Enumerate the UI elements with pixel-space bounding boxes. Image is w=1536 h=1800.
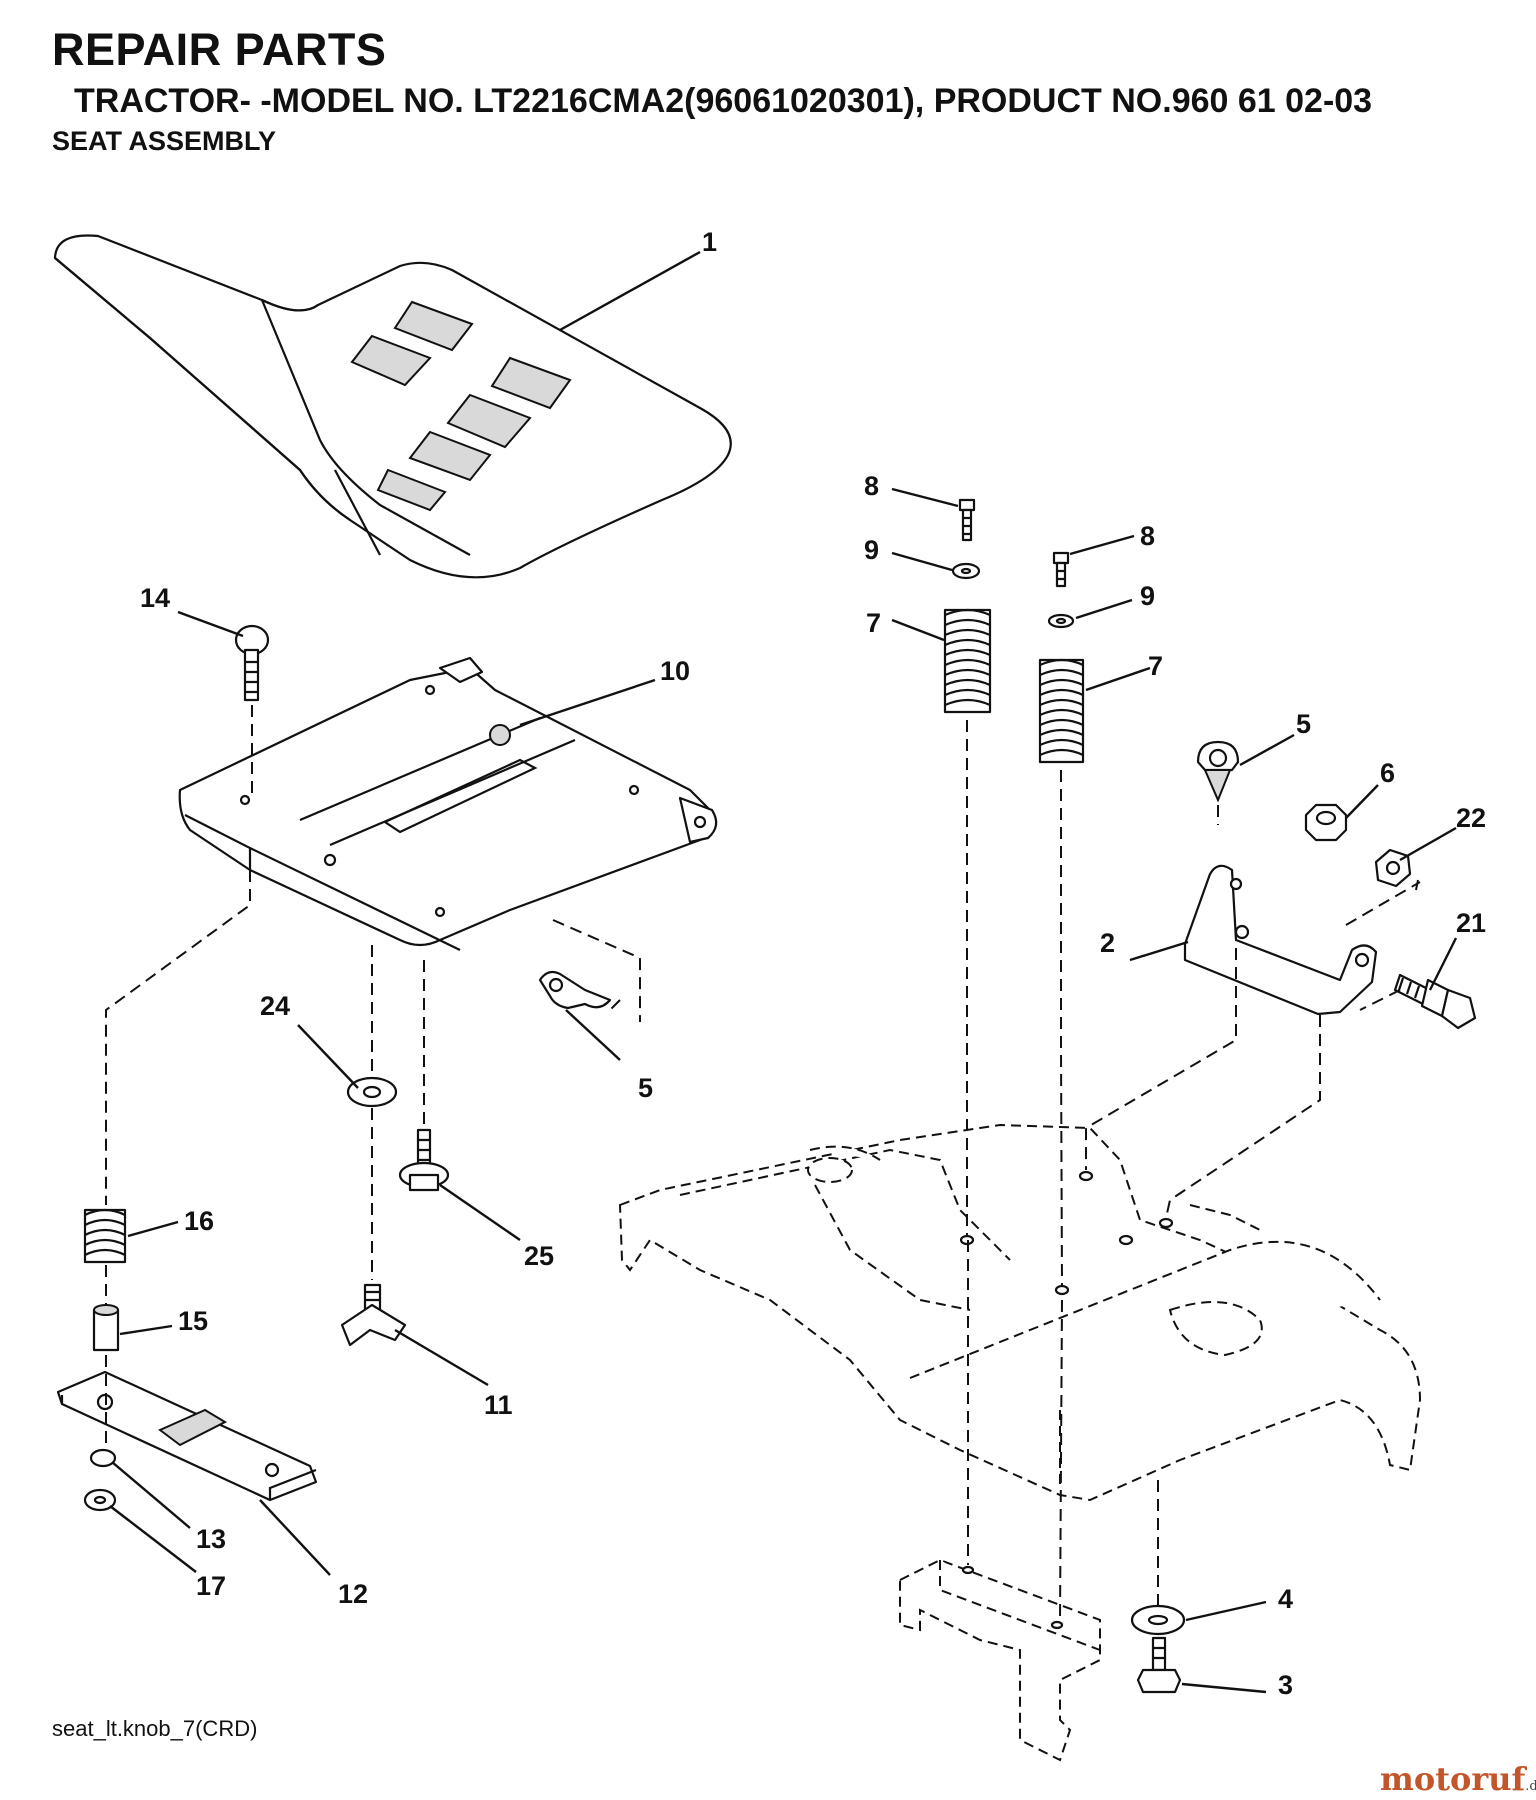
tractor-frame-phantom bbox=[618, 1123, 1422, 1762]
callout-1[interactable]: 1 bbox=[702, 227, 717, 257]
watermark-suffix: .de bbox=[1525, 1779, 1536, 1794]
callout-6[interactable]: 6 bbox=[1380, 758, 1395, 788]
spring-7-right-part[interactable] bbox=[1038, 658, 1085, 764]
knob-11-part[interactable] bbox=[340, 1283, 407, 1347]
nut-22-part[interactable] bbox=[1374, 848, 1412, 888]
callout-numbers: 1 10 14 5 24 25 11 16 15 12 13 17 8 9 7 … bbox=[140, 227, 1486, 1700]
assembly-centerlines bbox=[105, 705, 1421, 1621]
bolt-8-left-part[interactable] bbox=[958, 498, 976, 542]
washer-9-right-part[interactable] bbox=[1047, 613, 1075, 629]
callout-8-right[interactable]: 8 bbox=[1140, 521, 1155, 551]
spacer-15-part[interactable] bbox=[92, 1304, 120, 1352]
washer-4-part[interactable] bbox=[1130, 1604, 1186, 1636]
model-subtitle: TRACTOR- -MODEL NO. LT2216CMA2(960610203… bbox=[74, 82, 1373, 120]
callout-14[interactable]: 14 bbox=[140, 583, 170, 613]
callout-21[interactable]: 21 bbox=[1456, 908, 1486, 938]
seat-pan-part[interactable] bbox=[178, 656, 718, 951]
callout-9-left[interactable]: 9 bbox=[864, 535, 879, 565]
bolt-3-part[interactable] bbox=[1136, 1636, 1182, 1694]
callout-17[interactable]: 17 bbox=[196, 1571, 226, 1601]
callout-16[interactable]: 16 bbox=[184, 1206, 214, 1236]
callout-12[interactable]: 12 bbox=[338, 1579, 368, 1609]
nut-17-part[interactable] bbox=[83, 1488, 117, 1512]
callout-22[interactable]: 22 bbox=[1456, 803, 1486, 833]
page-title: REPAIR PARTS bbox=[52, 24, 387, 75]
spring-7-left-part[interactable] bbox=[943, 608, 992, 714]
callout-5-left[interactable]: 5 bbox=[638, 1073, 653, 1103]
bolt-8-right-part[interactable] bbox=[1052, 551, 1070, 588]
callout-10[interactable]: 10 bbox=[660, 656, 690, 686]
nut-6-part[interactable] bbox=[1304, 803, 1348, 842]
bolt-25-part[interactable] bbox=[398, 1128, 450, 1192]
bolt-21-part[interactable] bbox=[1393, 973, 1477, 1030]
bracket-2-part[interactable] bbox=[1183, 864, 1378, 1016]
seat-part[interactable] bbox=[53, 234, 732, 579]
clip-left-part[interactable] bbox=[538, 970, 612, 1010]
callout-24[interactable]: 24 bbox=[260, 991, 290, 1021]
callout-5-right[interactable]: 5 bbox=[1296, 709, 1311, 739]
nut-13-part[interactable] bbox=[89, 1448, 117, 1468]
callout-13[interactable]: 13 bbox=[196, 1524, 226, 1554]
washer-9-left-part[interactable] bbox=[951, 562, 981, 580]
callout-leaders bbox=[109, 250, 1458, 1694]
callout-4[interactable]: 4 bbox=[1278, 1584, 1293, 1614]
callout-7-left[interactable]: 7 bbox=[866, 608, 881, 638]
callout-11[interactable]: 11 bbox=[484, 1390, 513, 1420]
callout-3[interactable]: 3 bbox=[1278, 1670, 1293, 1700]
callout-2[interactable]: 2 bbox=[1100, 928, 1115, 958]
callout-25[interactable]: 25 bbox=[524, 1241, 554, 1271]
watermark-logo: motoruf.de bbox=[1380, 1760, 1536, 1798]
carriage-bolt-part[interactable] bbox=[234, 624, 270, 702]
callout-15[interactable]: 15 bbox=[178, 1306, 208, 1336]
callout-8-left[interactable]: 8 bbox=[864, 471, 879, 501]
clip-right-part[interactable] bbox=[1196, 740, 1240, 803]
spring-16-part[interactable] bbox=[83, 1208, 127, 1264]
watermark-main: motoruf bbox=[1380, 1760, 1526, 1798]
callout-9-right[interactable]: 9 bbox=[1140, 581, 1155, 611]
section-title: SEAT ASSEMBLY bbox=[52, 126, 277, 156]
slide-plate-12-part[interactable] bbox=[56, 1370, 318, 1502]
drawing-code: seat_lt.knob_7(CRD) bbox=[52, 1716, 258, 1741]
callout-7-right[interactable]: 7 bbox=[1148, 651, 1163, 681]
washer-24-part[interactable] bbox=[346, 1076, 398, 1108]
